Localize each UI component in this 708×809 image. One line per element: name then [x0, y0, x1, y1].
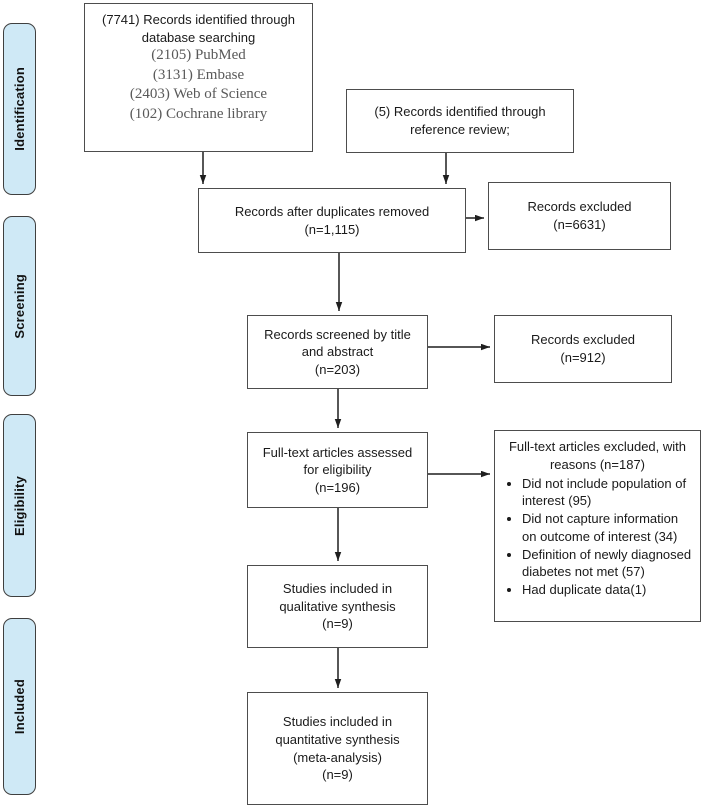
box-records-excluded-1: Records excluded (n=6631) — [488, 182, 671, 250]
stage-label-identification-text: Identification — [12, 67, 27, 151]
box-reference-review: (5) Records identified through reference… — [346, 89, 574, 153]
box-records-excluded-2: Records excluded (n=912) — [494, 315, 672, 383]
stage-label-screening: Screening — [3, 216, 36, 396]
box-fulltext-excluded-heading: Full-text articles excluded, with reason… — [508, 439, 686, 472]
box-records-excluded-2-text: Records excluded (n=912) — [530, 332, 636, 365]
box-fulltext-excluded: Full-text articles excluded, with reason… — [494, 430, 701, 622]
exclusion-reason-item: Did not include population of interest (… — [522, 475, 692, 509]
stage-label-included-text: Included — [12, 678, 27, 735]
box-reference-review-text: (5) Records identified through reference… — [374, 104, 546, 137]
stage-label-eligibility: Eligibility — [3, 414, 36, 597]
box-database-search: (7741) Records identified through databa… — [84, 3, 313, 152]
box-quantitative-synthesis: Studies included in quantitative synthes… — [247, 692, 428, 805]
box-records-excluded-1-text: Records excluded (n=6631) — [527, 199, 632, 232]
box-records-screened: Records screened by title and abstract (… — [247, 315, 428, 389]
box-records-screened-text: Records screened by title and abstract (… — [264, 326, 411, 377]
exclusion-reason-item: Had duplicate data(1) — [522, 581, 692, 598]
box-quantitative-synthesis-text: Studies included in quantitative synthes… — [275, 714, 400, 783]
exclusion-reason-item: Definition of newly diagnosed diabetes n… — [522, 546, 692, 580]
stage-label-included: Included — [3, 618, 36, 795]
source-pubmed: (2105) PubMed — [151, 47, 246, 64]
source-web-of-science: (2403) Web of Science — [129, 86, 268, 103]
stage-label-identification: Identification — [3, 23, 36, 195]
box-database-search-heading: (7741) Records identified through databa… — [102, 12, 295, 45]
box-fulltext-assessed-text: Full-text articles assessed for eligibil… — [262, 444, 413, 495]
box-duplicates-removed-text: Records after duplicates removed (n=1,11… — [234, 203, 430, 237]
box-qualitative-synthesis: Studies included in qualitative synthesi… — [247, 565, 428, 648]
fulltext-exclusion-reason-list: Did not include population of interest (… — [503, 475, 692, 599]
exclusion-reason-item: Did not capture information on outcome o… — [522, 510, 692, 544]
source-embase: (3131) Embase — [152, 66, 245, 83]
box-fulltext-assessed: Full-text articles assessed for eligibil… — [247, 432, 428, 508]
box-qualitative-synthesis-text: Studies included in qualitative synthesi… — [279, 581, 396, 632]
box-duplicates-removed: Records after duplicates removed (n=1,11… — [198, 188, 466, 253]
stage-label-screening-text: Screening — [12, 273, 27, 339]
stage-label-eligibility-text: Eligibility — [12, 475, 27, 536]
source-cochrane-library: (102) Cochrane library — [129, 105, 268, 122]
